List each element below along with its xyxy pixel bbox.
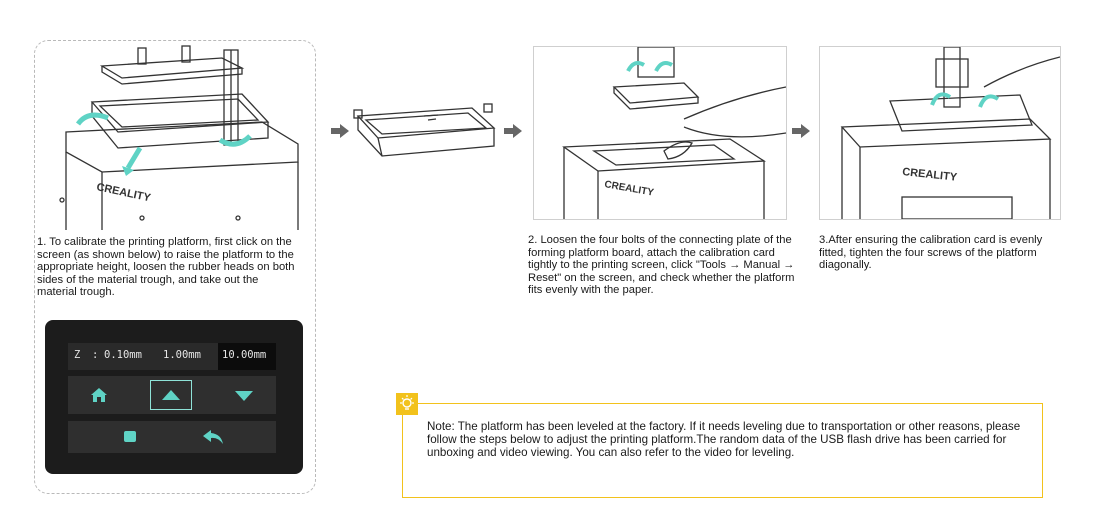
z-step-selected-bg (218, 343, 276, 370)
step-1-text: 1. To calibrate the printing platform, f… (37, 236, 295, 299)
printer-illustration-3: CREALITY (840, 47, 1060, 219)
step-2-image-frame: CREALITY (533, 46, 787, 220)
note-text: Note: The platform has been leveled at t… (427, 420, 1021, 459)
action-button-row (68, 421, 276, 453)
home-icon[interactable] (90, 386, 108, 404)
svg-text:CREALITY: CREALITY (603, 179, 654, 199)
svg-text:CREALITY: CREALITY (95, 181, 152, 204)
step-2-text: 2. Loosen the four bolts of the connecti… (528, 234, 795, 297)
arrow-right-icon (331, 124, 349, 138)
up-arrow-icon (162, 390, 180, 400)
step-1-frame (34, 40, 316, 494)
z-separator: : (92, 349, 99, 361)
arrow-right-icon (504, 124, 522, 138)
down-arrow-icon[interactable] (234, 390, 254, 402)
z-step-selector: Z : 0.10mm 1.00mm 10.00mm (68, 343, 276, 370)
note-icon-badge (396, 393, 418, 415)
z-step-0-10[interactable]: 0.10mm (104, 349, 142, 361)
svg-text:CREALITY: CREALITY (902, 166, 959, 184)
resin-trough-illustration (353, 103, 496, 157)
back-icon[interactable] (202, 429, 224, 445)
z-step-1-00[interactable]: 1.00mm (163, 349, 201, 361)
z-label: Z (74, 349, 81, 361)
step-3-image-frame: CREALITY (819, 46, 1061, 220)
printer-illustration-2: CREALITY (562, 47, 786, 219)
arrow-right-icon (792, 124, 810, 138)
z-step-10-00[interactable]: 10.00mm (222, 349, 267, 361)
up-button-selected[interactable] (150, 380, 192, 410)
lightbulb-icon (400, 395, 414, 410)
move-button-row (68, 376, 276, 414)
stop-icon[interactable] (124, 431, 136, 442)
note-box: Note: The platform has been leveled at t… (402, 403, 1043, 498)
printer-illustration-1: CREALITY (59, 45, 299, 230)
step-3-text: 3.After ensuring the calibration card is… (819, 234, 1043, 272)
